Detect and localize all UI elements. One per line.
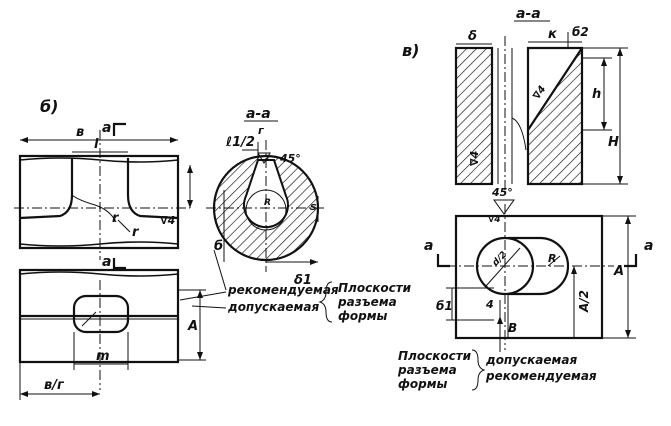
section-sublabel: г — [258, 124, 265, 137]
view-label-b: б) — [40, 97, 58, 116]
legend-right-allowed: допускаемая — [485, 353, 577, 367]
section-label-aa-right: а-а — [516, 6, 541, 22]
legend-right-recommended: рекомендуемая — [485, 369, 597, 383]
right-top-section: а-а δ к б2 ∇4 ∇4 h H — [454, 6, 628, 194]
dim-v: в — [76, 125, 84, 140]
dim-b1-r: б1 — [436, 299, 453, 313]
section-marker-a-right-r: а — [644, 238, 653, 254]
rough-r1: ∇4 — [468, 151, 481, 166]
legend-right-planes-3: формы — [398, 377, 448, 391]
dim-k: к — [548, 27, 558, 42]
dim-b-circ: б — [214, 239, 223, 254]
dim-H: H — [608, 135, 619, 150]
section-marker-a-mid: a — [102, 254, 111, 270]
dim-B: B — [508, 321, 517, 335]
legend-right-planes-1: Плоскости — [398, 349, 472, 363]
dim-4: 4 — [485, 298, 494, 311]
rough-left: ∇4 — [160, 214, 175, 227]
legend-right-planes-2: разъема — [397, 363, 457, 377]
dim-l1-2: ℓ1/2 — [225, 135, 255, 150]
legend-left: рекомендуемая допускаемая Плоскости разъ… — [179, 249, 412, 323]
dim-R-circ: R — [264, 198, 271, 208]
left-bottom-view: A m в/г — [18, 268, 206, 400]
dim-b2-r: б2 — [572, 25, 589, 39]
rough-r3: ∇4 — [488, 215, 501, 225]
dim-r1: r — [112, 211, 120, 226]
dim-angle-45-r: 45° — [491, 186, 513, 199]
dim-R-r: R — [548, 252, 556, 265]
legend-left-planes-2: разъема — [337, 295, 397, 309]
circle-section: а-а г ℓ1/2 45° R s б δ1 — [206, 106, 326, 288]
dim-delta: δ — [468, 29, 477, 44]
dim-angle-45: 45° — [279, 152, 301, 165]
dim-A-left: A — [187, 319, 198, 334]
dim-l: l — [94, 137, 99, 152]
section-label-aa-left: а-а — [246, 106, 271, 122]
legend-left-recommended: рекомендуемая — [227, 283, 339, 297]
rough-r2: ∇4 — [531, 84, 548, 102]
dim-A-r: A — [613, 264, 624, 279]
view-label-v: в) — [402, 41, 419, 60]
section-marker-a-left-r: а — [424, 238, 433, 254]
legend-left-planes-3: формы — [338, 309, 388, 323]
legend-left-planes-1: Плоскости — [338, 281, 412, 295]
left-top-view: l в a r r ∇4 — [14, 120, 193, 260]
legend-left-allowed: допускаемая — [227, 300, 319, 314]
dim-b2: в/г — [44, 378, 65, 393]
dim-A2: A/2 — [577, 290, 591, 313]
dim-m: m — [96, 349, 110, 364]
dim-s: s — [310, 200, 317, 213]
dim-r2: r — [132, 225, 140, 240]
dim-h: h — [592, 87, 601, 102]
dim-b1-circ: δ1 — [294, 273, 312, 288]
section-marker-a-top: a — [102, 120, 111, 136]
right-bottom-view: 45° ∇4 d/2 R а а A A/2 б1 4 — [424, 186, 653, 350]
legend-right: Плоскости разъема формы допускаемая реко… — [397, 338, 597, 391]
